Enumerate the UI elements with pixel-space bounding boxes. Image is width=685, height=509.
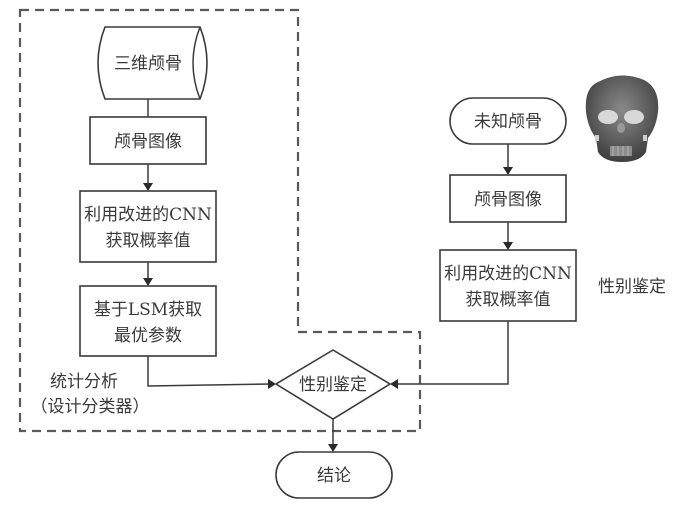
node-sex-determination-decision: 性别鉴定 xyxy=(274,349,392,420)
statistical-analysis-label: 统计分析 xyxy=(50,372,118,392)
node-lsm: 基于LSM获取 最优参数 xyxy=(79,285,217,357)
edge-lsm-to-decision xyxy=(147,356,271,387)
node-right-cnn: 利用改进的CNN 获取概率值 xyxy=(439,249,577,322)
skull-image xyxy=(585,75,659,162)
node-right-cnn-line1: 利用改进的CNN xyxy=(444,264,572,284)
node-3d-skull-cylinder: 三维颅骨 xyxy=(97,26,208,100)
sex-determination-side-label: 性别鉴定 xyxy=(598,277,666,297)
node-unknown-skull-label: 未知颅骨 xyxy=(474,112,542,132)
arrowhead xyxy=(503,167,513,175)
arrowhead xyxy=(328,444,338,452)
node-right-cnn-line2: 获取概率值 xyxy=(466,290,551,310)
node-left-skull-image-label: 颅骨图像 xyxy=(114,132,182,152)
node-3d-skull-label: 三维颅骨 xyxy=(114,54,182,74)
node-conclusion-label: 结论 xyxy=(317,466,351,486)
arrowhead xyxy=(143,183,153,191)
node-sex-determination-label: 性别鉴定 xyxy=(299,375,367,395)
arrowhead xyxy=(143,278,153,286)
edge-right-cnn-to-decision xyxy=(396,321,509,385)
classifier-design-label: （设计分类器） xyxy=(31,397,150,417)
arrowhead xyxy=(503,242,513,250)
arrowhead xyxy=(390,379,398,389)
arrowhead xyxy=(268,379,276,389)
statistical-analysis-boundary xyxy=(18,8,422,433)
node-unknown-skull: 未知颅骨 xyxy=(449,97,567,145)
node-right-skull-image: 颅骨图像 xyxy=(449,174,567,223)
node-right-skull-image-label: 颅骨图像 xyxy=(474,190,542,210)
node-left-cnn-line1: 利用改进的CNN xyxy=(84,205,212,225)
node-lsm-line2: 最优参数 xyxy=(114,326,182,346)
node-lsm-line1: 基于LSM获取 xyxy=(94,300,202,320)
node-left-cnn: 利用改进的CNN 获取概率值 xyxy=(79,190,217,263)
node-conclusion: 结论 xyxy=(275,451,393,499)
node-left-skull-image: 颅骨图像 xyxy=(89,116,207,165)
node-left-cnn-line2: 获取概率值 xyxy=(106,231,191,251)
